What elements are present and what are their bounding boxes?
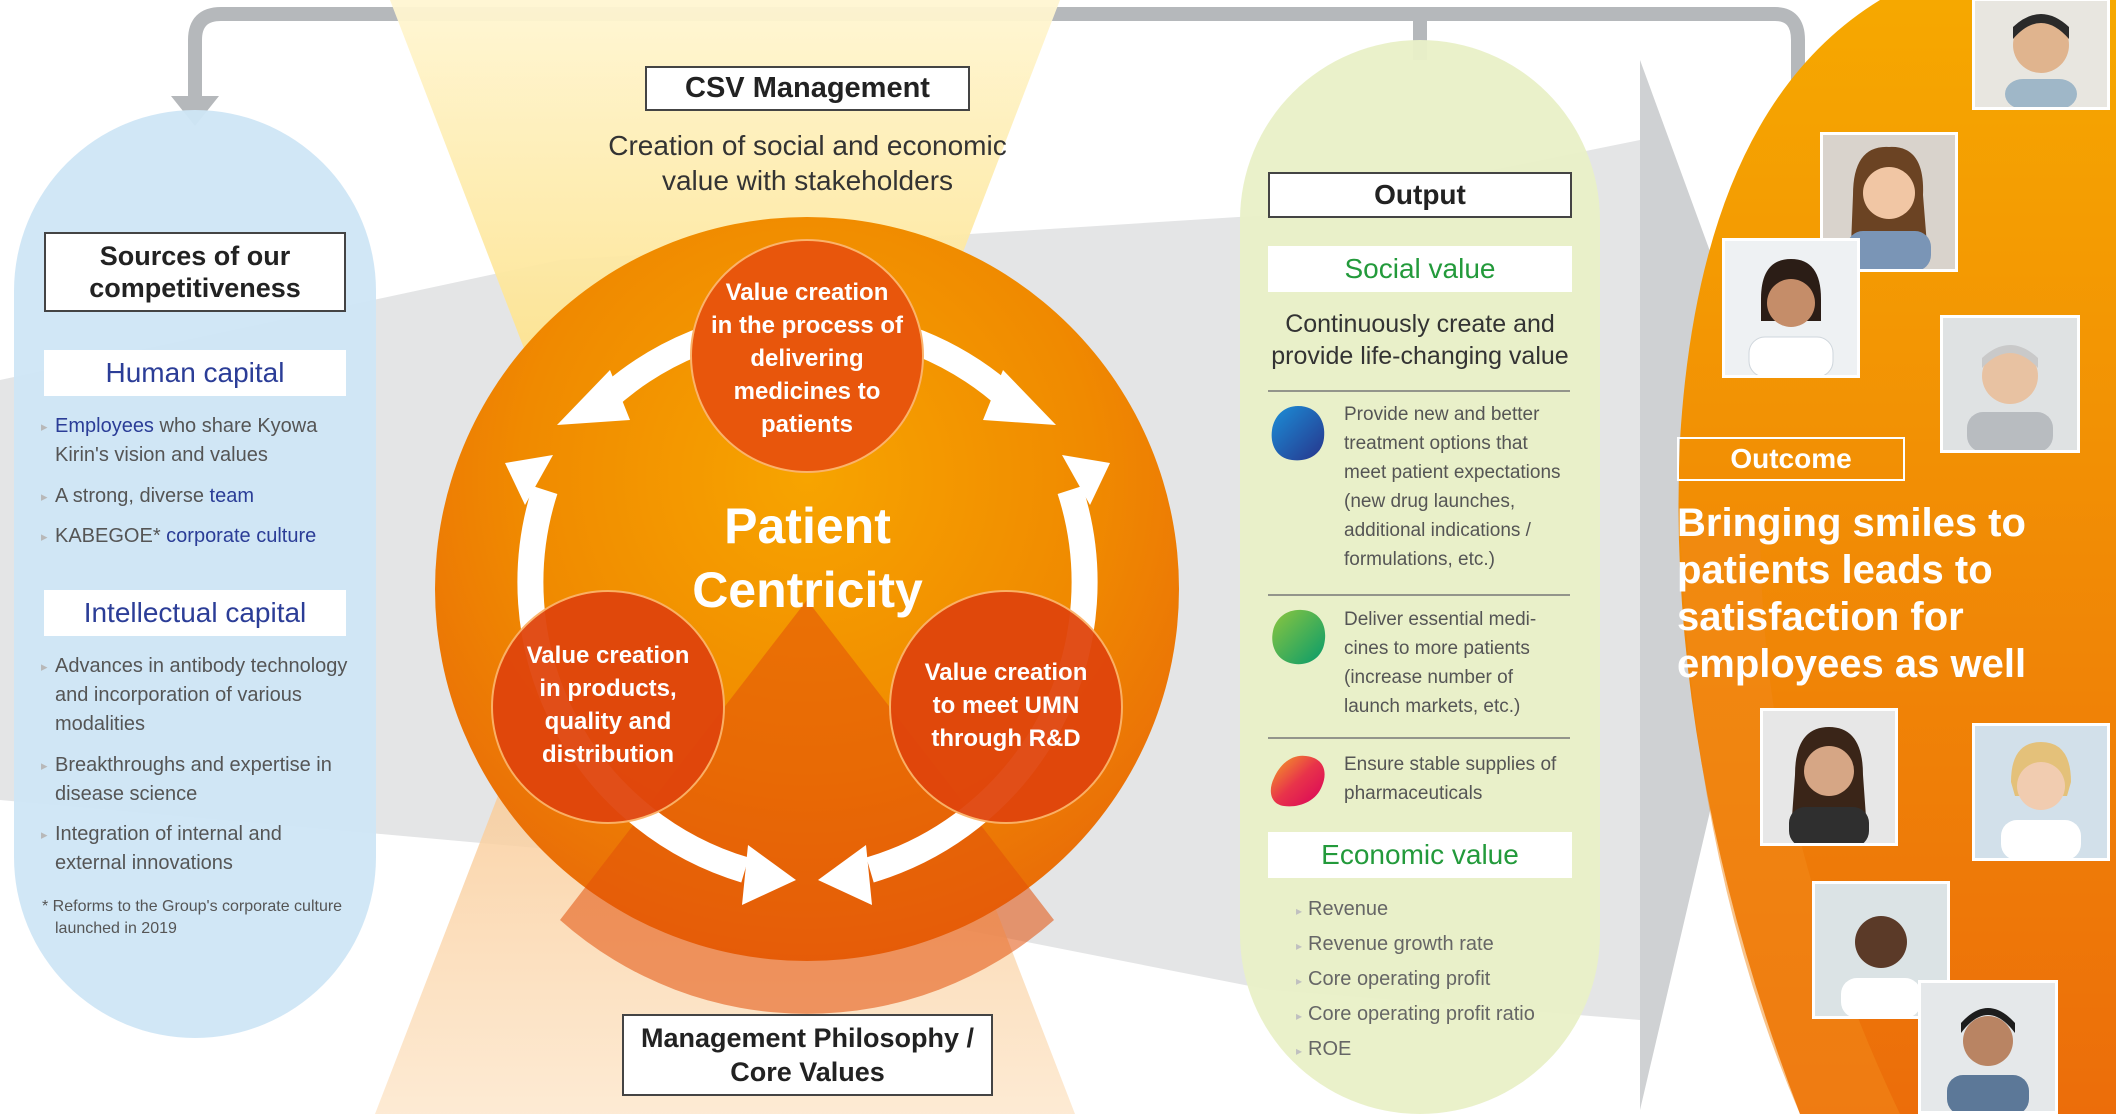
person-icon: [1921, 983, 2055, 1111]
economic-item: ▸Core operating profit: [1296, 968, 1491, 990]
bullet-arrow-icon: ▸: [41, 758, 48, 773]
output-row-stable-supply: Ensure stable supplies of pharmaceutical…: [1344, 754, 1557, 804]
economic-item: ▸Revenue: [1296, 898, 1389, 920]
bullet-arrow-icon: ▸: [1296, 904, 1303, 918]
csv-management-box: CSV Management: [645, 66, 970, 111]
intellectual-capital-item: ▸ Integration of internal and external i…: [41, 820, 365, 878]
intellectual-capital-heading: Intellectual capital: [44, 590, 346, 636]
social-value-statement: Continuously create and provide life-cha…: [1271, 310, 1569, 370]
human-capital-item: ▸ A strong, diverse team: [41, 482, 355, 511]
csv-subtitle: Creation of social and economic value wi…: [608, 130, 1007, 196]
social-value-heading: Social value: [1268, 246, 1572, 292]
output-row-new-treatments: Provide new and better treatment options…: [1344, 404, 1561, 570]
portrait-photo: [1760, 708, 1898, 846]
circle-delivering: [690, 239, 924, 473]
bullet-arrow-icon: ▸: [41, 827, 48, 842]
portrait-photo: [1918, 980, 2058, 1114]
economic-item: ▸Core operating profit ratio: [1296, 1003, 1535, 1025]
person-icon: [1815, 884, 1947, 1016]
portrait-photo: [1940, 315, 2080, 453]
management-philosophy-box: Management Philosophy / Core Values: [622, 1014, 993, 1096]
csv-management-title: CSV Management: [685, 72, 930, 104]
human-capital-heading: Human capital: [44, 350, 346, 396]
economic-item: ▸ROE: [1296, 1038, 1352, 1060]
portrait-photo: [1722, 238, 1860, 378]
intellectual-capital-item: ▸ Breakthroughs and expertise in disease…: [41, 751, 365, 809]
essential-medicines-orb-icon: [1272, 609, 1326, 665]
outcome-statement: Bringing smiles to patients leads to sat…: [1677, 501, 2027, 686]
bullet-arrow-icon: ▸: [1296, 1044, 1303, 1058]
left-circle-text: Value creation in products, quality and …: [526, 642, 690, 768]
person-icon: [1725, 241, 1857, 375]
economic-value-list: ▸Revenue ▸Revenue growth rate ▸Core oper…: [1296, 893, 1556, 1068]
person-icon: [1975, 1, 2107, 107]
person-icon: [1975, 726, 2107, 858]
intellectual-capital-item: ▸ Advances in antibody technology and in…: [41, 652, 365, 739]
bullet-arrow-icon: ▸: [1296, 939, 1303, 953]
human-capital-item: ▸ Employees who share Kyowa Kirin's visi…: [41, 412, 355, 470]
bullet-arrow-icon: ▸: [41, 529, 48, 544]
output-row-essential-medicines: Deliver essential medi- cines to more pa…: [1344, 609, 1537, 717]
top-circle-text: Value creation in the process of deliver…: [710, 278, 904, 438]
human-capital-item: ▸ KABEGOE* corporate culture: [41, 522, 355, 551]
bullet-arrow-icon: ▸: [41, 419, 48, 434]
stable-supply-orb-icon: [1270, 755, 1325, 807]
output-title-box: Output: [1268, 172, 1572, 218]
bullet-arrow-icon: ▸: [1296, 1009, 1303, 1023]
person-icon: [1943, 318, 2077, 450]
right-circle-text: Value creation to meet UMN through R&D: [924, 658, 1088, 752]
bullet-arrow-icon: ▸: [41, 489, 48, 504]
portrait-photo: [1812, 881, 1950, 1019]
bullet-arrow-icon: ▸: [1296, 974, 1303, 988]
circle-products: [491, 590, 725, 824]
sources-panel: [14, 110, 376, 1038]
economic-value-heading: Economic value: [1268, 832, 1572, 878]
bullet-arrow-icon: ▸: [41, 659, 48, 674]
portrait-photo: [1972, 723, 2110, 861]
patient-centricity-title: Patient Centricity: [692, 497, 923, 618]
person-icon: [1763, 711, 1895, 843]
portrait-photo: [1972, 0, 2110, 110]
economic-item: ▸Revenue growth rate: [1296, 933, 1494, 955]
sources-footnote: * Reforms to the Group's corporate cultu…: [42, 898, 343, 937]
circle-rd: [889, 590, 1123, 824]
outcome-title-box: Outcome: [1677, 437, 1905, 481]
new-treatments-orb-icon: [1271, 406, 1325, 461]
sources-title-box: Sources of our competitiveness: [44, 232, 346, 312]
